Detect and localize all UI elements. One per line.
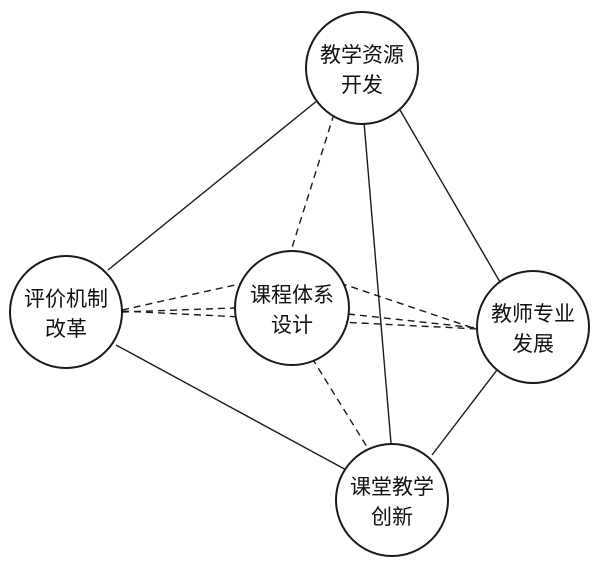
edge-curriculum-teacher-upper xyxy=(339,282,480,331)
node-classroom-circle xyxy=(335,443,449,557)
node-evaluation-circle xyxy=(9,255,123,369)
node-classroom: 课堂教学 创新 xyxy=(335,443,449,557)
node-evaluation: 评价机制 改革 xyxy=(9,255,123,369)
edge-evaluation-classroom xyxy=(115,344,351,473)
node-teacher-label-line2: 发展 xyxy=(512,332,554,356)
node-curriculum-label-line2: 设计 xyxy=(271,313,313,337)
node-teacher-circle xyxy=(476,270,590,384)
edge-teacher-classroom xyxy=(431,369,498,456)
node-resources-label-line2: 开发 xyxy=(341,73,383,97)
node-curriculum: 课程体系 设计 xyxy=(234,250,350,366)
node-curriculum-circle xyxy=(234,250,350,366)
edge-resources-evaluation xyxy=(107,99,319,271)
node-evaluation-label-line2: 改革 xyxy=(45,317,87,341)
edge-resources-curriculum xyxy=(289,113,335,255)
edge-resources-classroom xyxy=(363,121,393,456)
node-curriculum-label-line1: 课程体系 xyxy=(250,283,334,307)
node-resources-circle xyxy=(305,11,419,125)
node-classroom-label-line1: 课堂教学 xyxy=(350,475,434,499)
node-resources-label-line1: 教学资源 xyxy=(320,43,404,67)
node-classroom-label-line2: 创新 xyxy=(371,505,413,529)
edge-evaluation-curriculum-upper xyxy=(121,282,245,311)
edge-curriculum-teacher-lower xyxy=(347,313,478,329)
node-teacher: 教师专业 发展 xyxy=(476,270,590,384)
edge-resources-teacher xyxy=(399,109,501,283)
node-resources: 教学资源 开发 xyxy=(305,11,419,125)
edge-curriculum-classroom xyxy=(311,357,373,456)
node-evaluation-label-line1: 评价机制 xyxy=(24,287,108,311)
node-teacher-label-line1: 教师专业 xyxy=(491,302,575,326)
